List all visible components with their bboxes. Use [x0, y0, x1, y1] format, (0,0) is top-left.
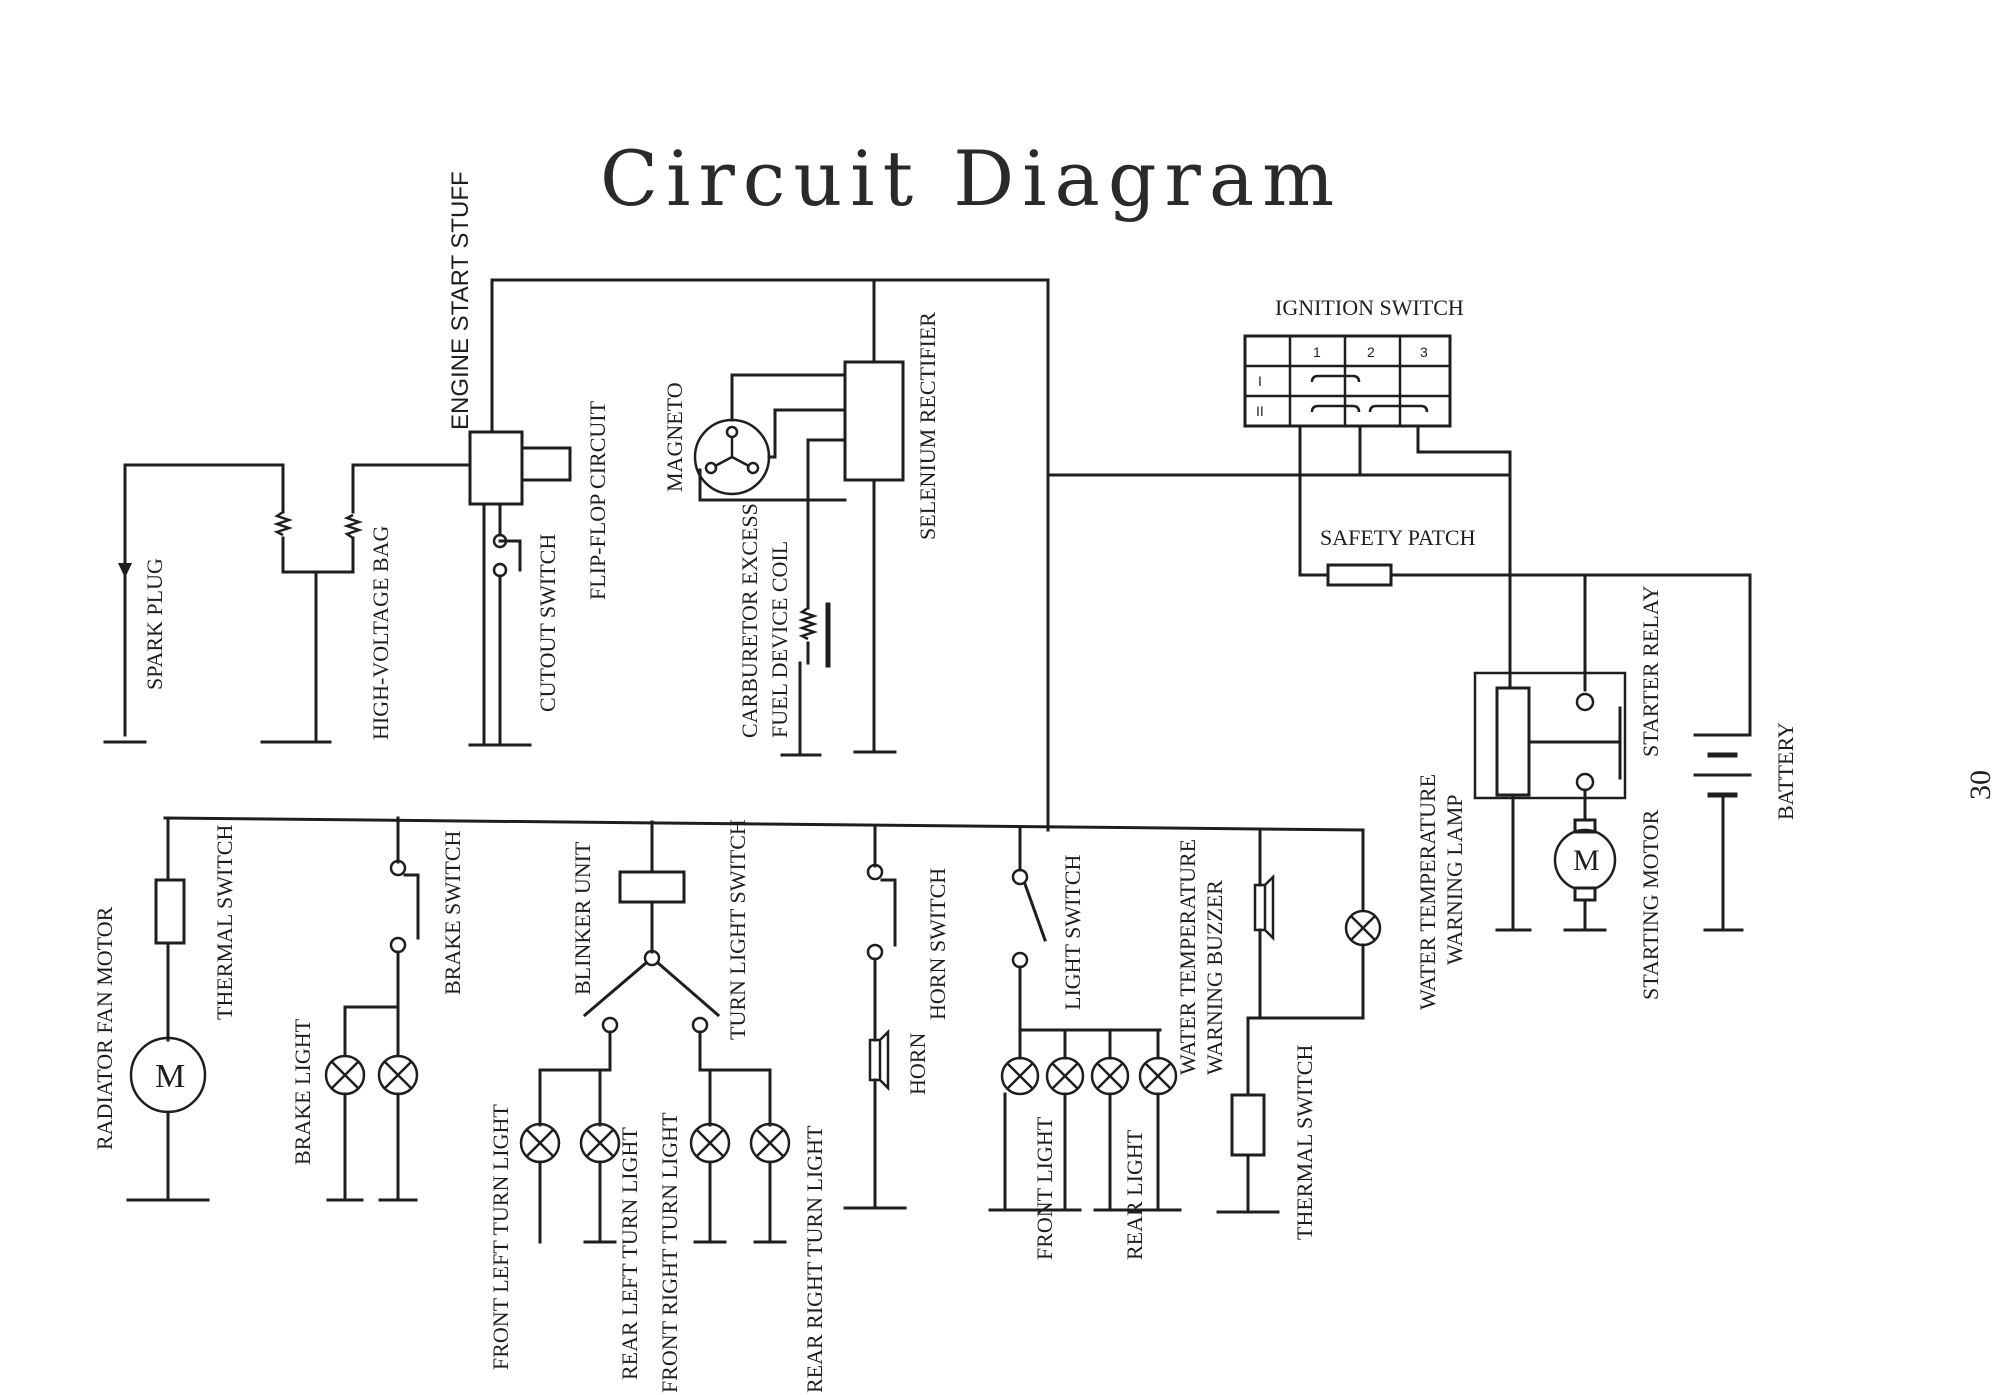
starter-relay-label: STARTER RELAY — [1638, 585, 1663, 757]
ign-col-3: 3 — [1420, 344, 1428, 360]
turn-signal-circuit — [519, 820, 791, 1244]
ignition-switch-label: IGNITION SWITCH — [1275, 295, 1464, 320]
water-temp-buzzer-label-1: WATER TEMPERATURE — [1175, 839, 1200, 1075]
battery-label: BATTERY — [1773, 722, 1798, 820]
magneto-label: MAGNETO — [662, 382, 687, 492]
starting-motor-label: STARTING MOTOR — [1638, 809, 1663, 1000]
brake-light-label: BRAKE LIGHT — [290, 1018, 315, 1165]
rear-light-label: REAR LIGHT — [1122, 1129, 1147, 1260]
lighting-circuit — [988, 826, 1182, 1212]
water-temperature-lamp-label-1: WATER TEMPERATURE — [1415, 774, 1440, 1010]
horn-circuit — [843, 824, 907, 1210]
fan-motor-symbol: M — [155, 1058, 185, 1095]
magneto — [693, 373, 847, 502]
thermal-switch-left-label: THERMAL SWITCH — [212, 825, 237, 1020]
high-voltage-bag-label: HIGH-VOLTAGE BAG — [368, 526, 393, 740]
battery — [1693, 733, 1752, 932]
starter-relay — [1473, 671, 1627, 932]
radiator-fan-motor-label: RADIATOR FAN MOTOR — [92, 906, 117, 1150]
blinker-unit-label: BLINKER UNIT — [570, 841, 595, 995]
front-light-label: FRONT LIGHT — [1032, 1116, 1057, 1260]
starting-motor — [1553, 818, 1617, 932]
radiator-fan-circuit — [126, 816, 210, 1202]
selenium-rectifier-label: SELENIUM RECTIFIER — [915, 312, 940, 540]
front-right-turn-light-label: FRONT RIGHT TURN LIGHT — [657, 1112, 682, 1393]
ign-col-2: 2 — [1367, 344, 1375, 360]
water-temp-buzzer-circuit — [1216, 828, 1382, 1214]
flip-flop-circuit — [468, 278, 1050, 747]
water-temp-buzzer-label-2: WARNING BUZZER — [1202, 880, 1227, 1075]
spark-plug — [103, 463, 285, 744]
page-number: 30 — [1964, 770, 1997, 800]
engine-start-stuff-label: ENGINE START STUFF — [447, 171, 474, 430]
water-temperature-lamp-label-2: WARNING LAMP — [1442, 795, 1467, 966]
ignition-switch-table — [1243, 334, 1452, 428]
cutout-switch — [468, 502, 532, 747]
bottom-bus-wire — [163, 816, 1365, 832]
starting-motor-symbol: M — [1573, 844, 1600, 877]
thermal-switch-right-label: THERMAL SWITCH — [1292, 1045, 1317, 1240]
fuel-device-coil-label: FUEL DEVICE COIL — [767, 541, 792, 738]
ign-col-1: 1 — [1313, 344, 1321, 360]
ign-row-2: II — [1256, 403, 1264, 419]
turn-light-switch-label: TURN LIGHT SWITCH — [725, 819, 750, 1040]
rear-right-turn-light-label: REAR RIGHT TURN LIGHT — [802, 1125, 827, 1393]
brake-circuit — [324, 816, 420, 1202]
front-left-turn-light-label: FRONT LEFT TURN LIGHT — [488, 1104, 513, 1370]
high-voltage-bag — [260, 463, 472, 744]
brake-switch-label: BRAKE SWITCH — [440, 831, 465, 996]
ignition-wiring — [1298, 424, 1752, 737]
rear-left-turn-light-label: REAR LEFT TURN LIGHT — [617, 1127, 642, 1380]
safety-patch-label: SAFETY PATCH — [1320, 525, 1476, 550]
horn-label: HORN — [905, 1033, 930, 1095]
cutout-switch-label: CUTOUT SWITCH — [535, 534, 560, 712]
carburetor-excess-label: CARBURETOR EXCESS — [737, 503, 762, 738]
diagram-title: Circuit Diagram — [600, 134, 1342, 223]
light-switch-label: LIGHT SWITCH — [1060, 854, 1085, 1010]
carburetor-fuel-coil — [780, 602, 831, 757]
selenium-rectifier — [806, 278, 905, 754]
horn-switch-label: HORN SWITCH — [925, 868, 950, 1020]
spark-plug-label: SPARK PLUG — [142, 558, 167, 690]
flip-flop-circuit-label: FLIP-FLOP CIRCUIT — [585, 400, 610, 600]
ign-row-1: I — [1258, 373, 1262, 389]
